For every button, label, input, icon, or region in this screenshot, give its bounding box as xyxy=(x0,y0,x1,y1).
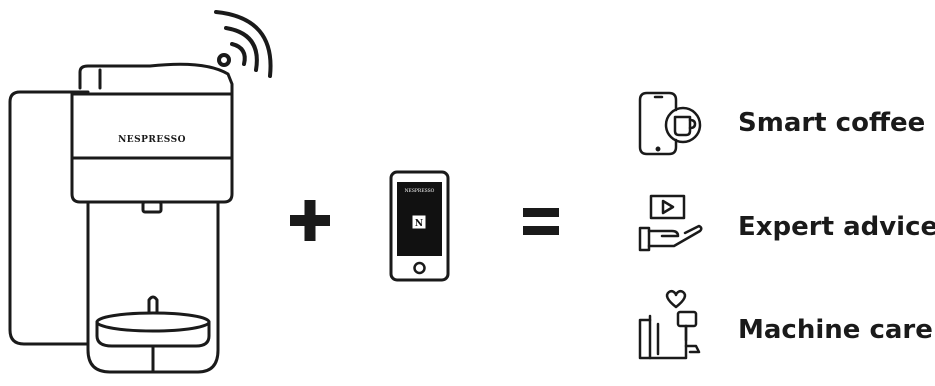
benefit-label-smart-coffee: Smart coffee xyxy=(738,108,925,138)
drip-tray-top xyxy=(97,313,209,331)
machine-head xyxy=(72,94,232,202)
plus-icon xyxy=(290,200,330,241)
tray-stand xyxy=(149,297,157,313)
benefit-label-expert-advice: Expert advice xyxy=(738,212,935,242)
coffee-machine xyxy=(10,64,232,372)
heart-machine-icon xyxy=(640,291,699,358)
machine-brand-text: NESPRESSO xyxy=(118,135,186,145)
video-hand-icon xyxy=(640,196,701,250)
machine-lid xyxy=(80,64,232,94)
equals-icon xyxy=(523,208,559,235)
phone-home-button xyxy=(415,263,425,273)
phone-brand-text: NESPRESSO xyxy=(405,188,435,194)
drip-tray-body xyxy=(97,322,209,346)
coffee-spout xyxy=(143,202,161,212)
water-tank xyxy=(10,92,88,344)
phone-coffee-cup-icon xyxy=(640,93,700,154)
phone-badge-text: N xyxy=(415,219,423,229)
benefit-label-machine-care: Machine care xyxy=(738,315,933,345)
wifi-icon xyxy=(216,12,271,76)
